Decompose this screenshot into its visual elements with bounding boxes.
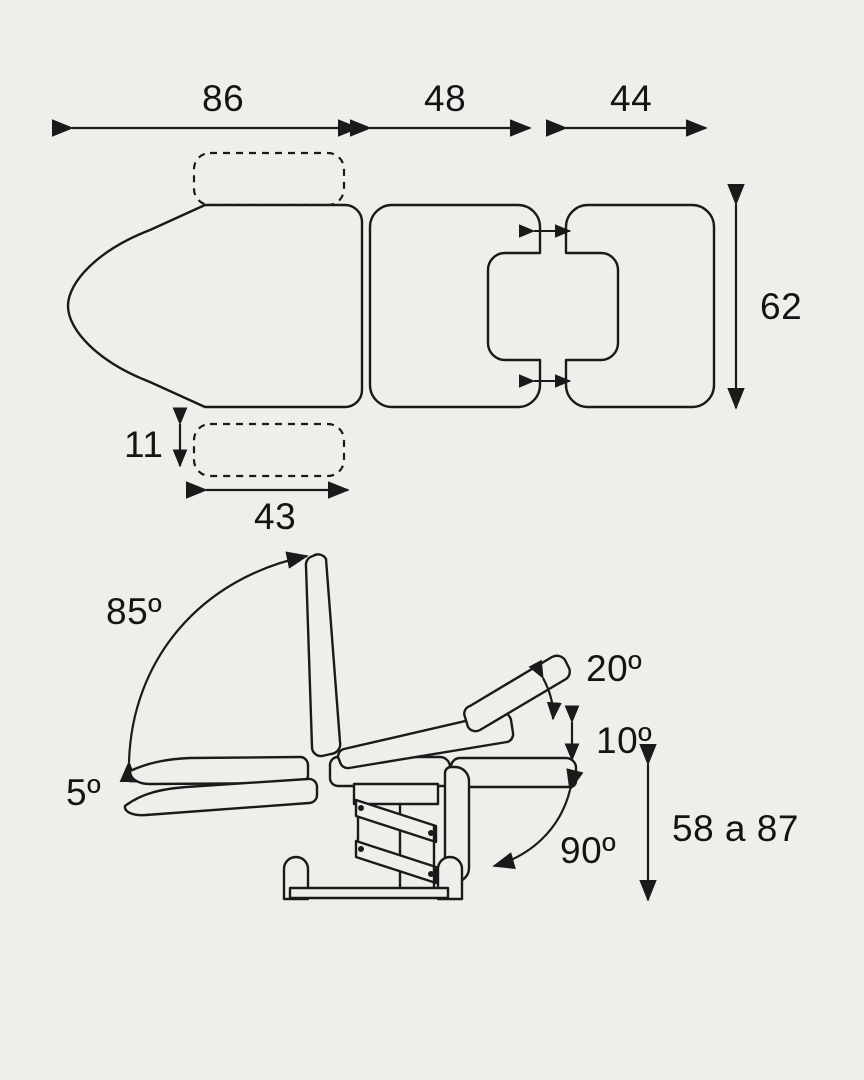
label-length-86: 86	[202, 78, 245, 119]
scissor-bar-upper	[354, 798, 438, 844]
label-angle-20: 20º	[586, 648, 643, 689]
label-angle-5: 5º	[66, 772, 102, 813]
armrest-outline-bottom	[192, 422, 346, 478]
head-panel-horizontal	[128, 755, 310, 786]
arc-85-degree	[119, 551, 309, 783]
base-mechanism	[282, 782, 464, 901]
floor-rail	[288, 886, 450, 900]
label-angle-90: 90º	[560, 830, 617, 871]
head-section-top-view	[66, 203, 364, 409]
label-armrest-43: 43	[254, 496, 297, 537]
seat-section-top-view	[368, 203, 542, 409]
label-angle-10: 10º	[596, 720, 653, 761]
base-collar	[352, 782, 440, 806]
backrest-panel-raised	[304, 553, 342, 758]
arrow-20-degree	[528, 659, 562, 721]
head-panel-tilted	[123, 777, 319, 817]
label-angle-85: 85º	[106, 591, 163, 632]
label-armrest-11: 11	[124, 424, 164, 465]
scissor-bar-lower	[354, 839, 438, 885]
arc-90-degree	[492, 768, 584, 870]
label-length-48: 48	[424, 78, 467, 119]
label-width-62: 62	[760, 286, 803, 327]
armrest-outline-top	[192, 151, 346, 207]
label-length-44: 44	[610, 78, 653, 119]
leg-section-top-view	[564, 203, 716, 409]
label-height-range: 58 a 87	[672, 808, 799, 849]
footrest-panel-raised	[463, 654, 571, 733]
